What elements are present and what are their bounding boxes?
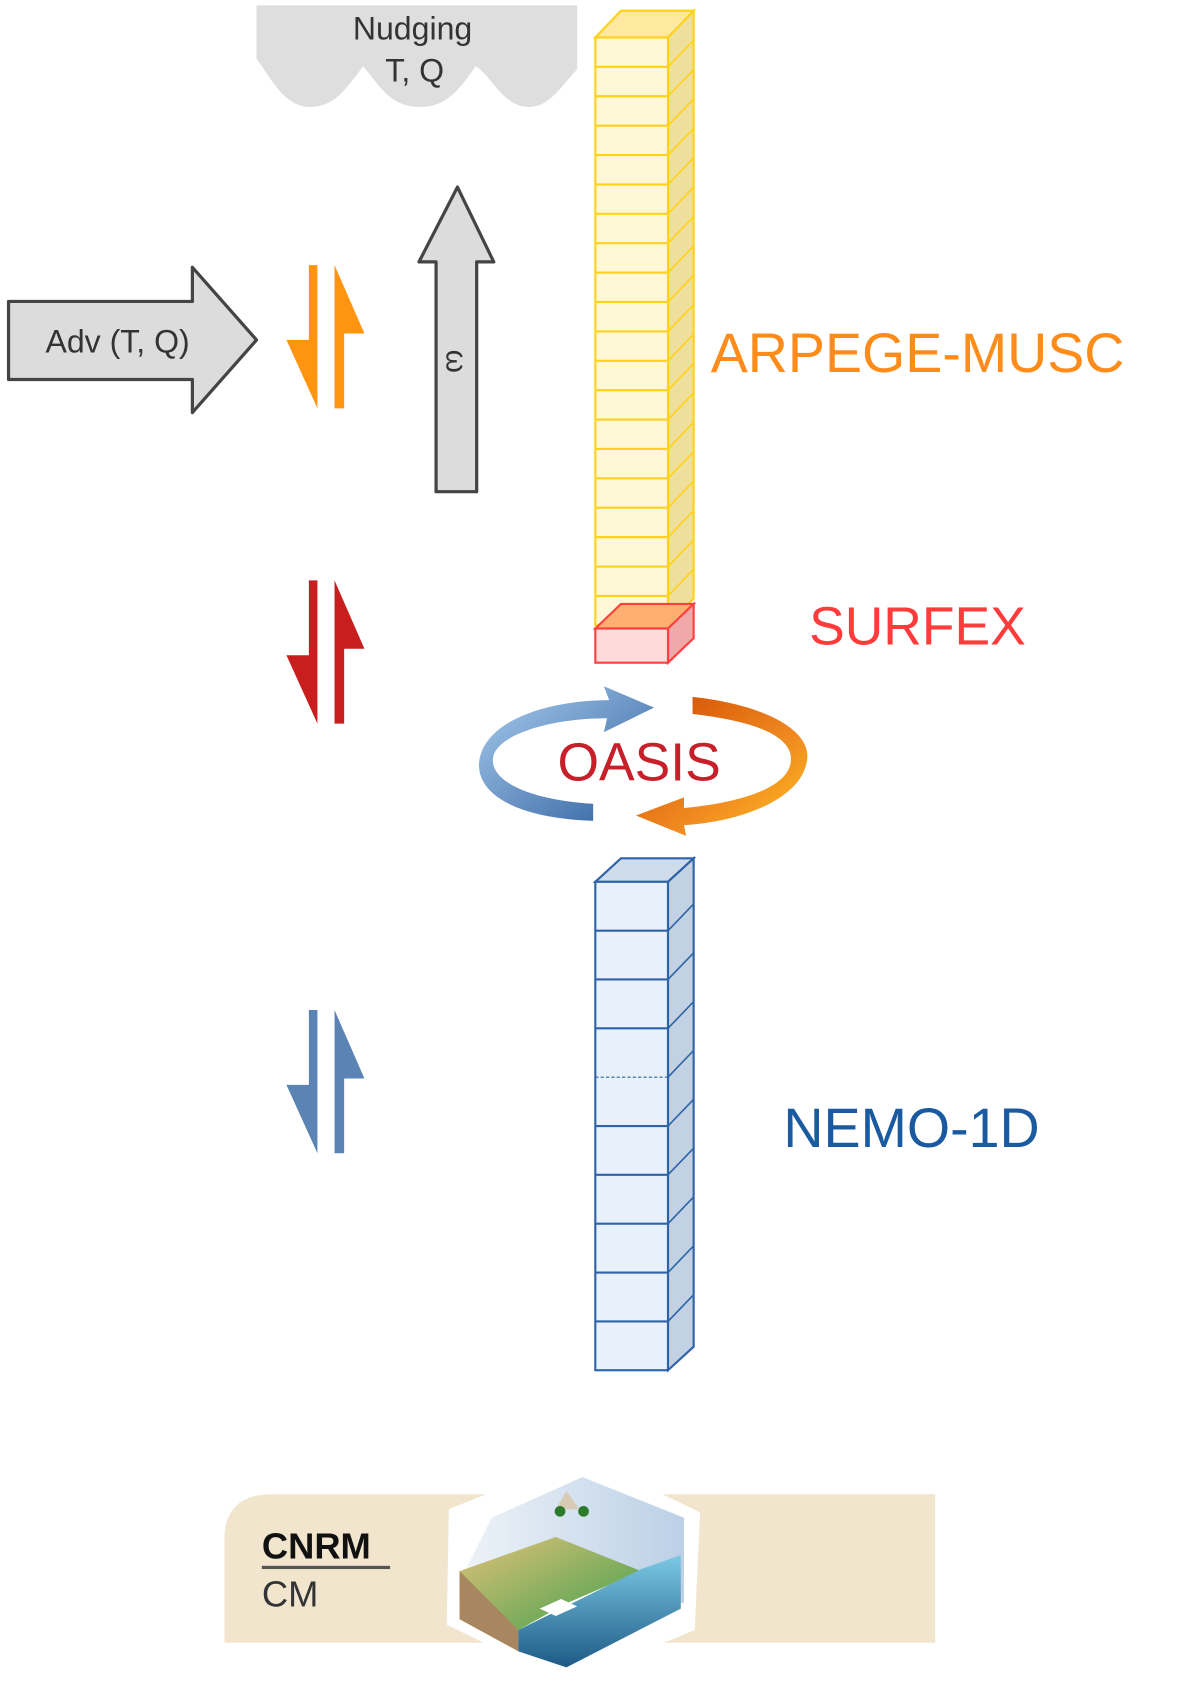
oasis-label: OASIS: [557, 733, 720, 792]
layer-side-line: [667, 215, 695, 244]
omega-label: ω: [440, 350, 473, 373]
layer-side-line: [667, 186, 695, 215]
layer-side-line: [667, 1147, 695, 1176]
layer-side-line: [667, 362, 695, 391]
layer-side-line: [667, 157, 695, 185]
advection-arrow: Adv (T, Q): [6, 265, 259, 415]
surface-block: [592, 601, 697, 666]
layer-side-line: [667, 421, 695, 450]
advection-label: Adv (T, Q): [45, 324, 189, 360]
layer-side-line: [667, 1001, 695, 1029]
ocean-model-label: NEMO-1D: [783, 1097, 1039, 1159]
atmosphere-column: [592, 8, 697, 628]
ocean-column: [592, 855, 697, 1373]
layer-side-line: [667, 1196, 695, 1225]
nudging-label-line2: T, Q: [385, 52, 444, 88]
cnrm-cm-logo: CNRM CM: [224, 1455, 936, 1684]
surface-flux-arrows: [286, 580, 365, 724]
vertical-velocity-arrow: ω: [417, 185, 496, 494]
layer-side-line: [667, 568, 695, 597]
layer-side-line: [667, 127, 695, 156]
atmosphere-model-label: ARPEGE-MUSC: [711, 322, 1125, 384]
layer-side-line: [667, 304, 695, 332]
layer-side-line: [667, 68, 695, 97]
layer-side-line: [667, 245, 695, 274]
logo-line1: CNRM: [262, 1525, 371, 1566]
atmosphere-flux-arrows: [286, 265, 365, 409]
layer-side-line: [667, 451, 695, 479]
layer-side-line: [667, 903, 695, 932]
layer-side-line: [667, 39, 695, 68]
nudging-cloud: Nudging T, Q: [256, 5, 578, 107]
layer-side-line: [667, 480, 695, 509]
surface-model-label: SURFEX: [809, 598, 1026, 657]
layer-side-line: [667, 98, 695, 127]
layer-side-line: [667, 274, 695, 303]
layer-side-line: [667, 952, 695, 981]
layer-side-line: [667, 1245, 695, 1274]
logo-line2: CM: [262, 1573, 319, 1614]
oasis-coupling-arrows: OASIS: [478, 686, 808, 836]
layer-side-line: [667, 1294, 695, 1322]
nudging-label-line1: Nudging: [353, 11, 472, 47]
layer-side-line: [667, 1098, 695, 1127]
layer-side-line: [667, 333, 695, 362]
layer-side-line: [667, 509, 695, 538]
layer-side-line: [667, 1049, 695, 1078]
layer-side-line: [667, 539, 695, 568]
layer-side-line: [667, 392, 695, 421]
ocean-flux-arrows: [286, 1010, 365, 1154]
